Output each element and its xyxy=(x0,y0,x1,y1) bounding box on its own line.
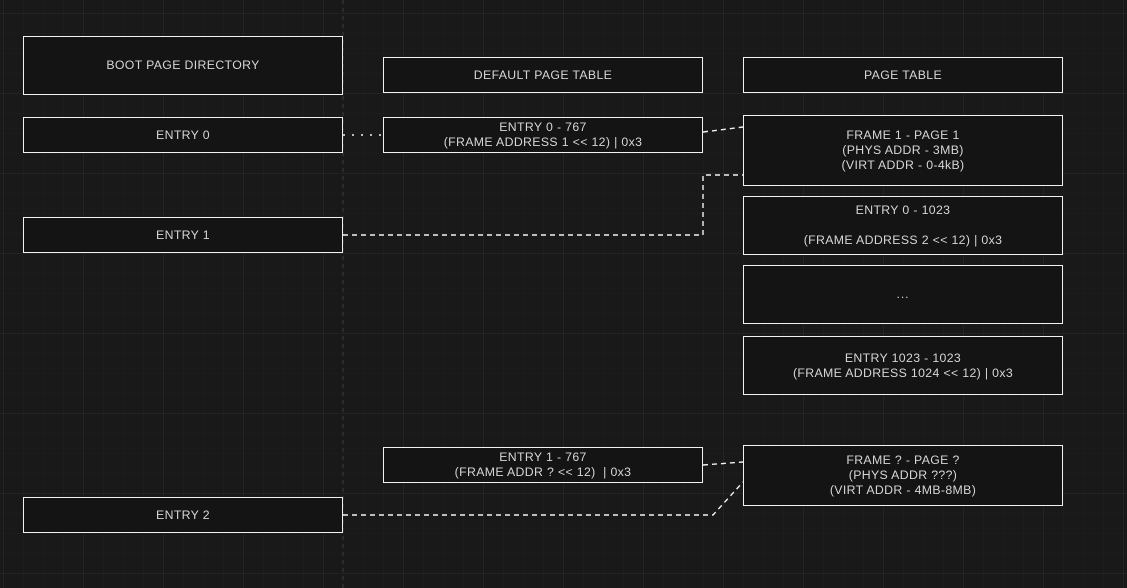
edge-boot-entry-2-to-frame-unknown xyxy=(343,481,744,516)
node-text-line: ENTRY 1 xyxy=(156,227,210,242)
edge-default-entry-1-to-frame-unknown xyxy=(702,461,744,466)
default-page-table-entry-0-767[interactable]: ENTRY 0 - 767(FRAME ADDRESS 1 << 12) | 0… xyxy=(383,117,703,153)
node-text-line: ENTRY 0 - 1023 xyxy=(855,203,951,217)
boot-page-directory-entry-1[interactable]: ENTRY 1 xyxy=(23,217,343,253)
node-text-line: DEFAULT PAGE TABLE xyxy=(473,67,613,82)
node-text-line: FRAME 1 - PAGE 1 xyxy=(846,128,960,142)
node-text-line: (FRAME ADDRESS 2 << 12) | 0x3 xyxy=(803,233,1003,247)
node-text-line: (FRAME ADDRESS 1 << 12) | 0x3 xyxy=(443,135,643,149)
node-text-line: PAGE TABLE xyxy=(864,67,942,82)
node-text-line: ENTRY 2 xyxy=(156,507,210,522)
node-text-line: ENTRY 1023 - 1023 xyxy=(844,350,962,365)
node-text-line: ENTRY 0 - 767 xyxy=(499,120,587,134)
node-text-line: (VIRT ADDR - 0-4kB) xyxy=(841,158,965,172)
node-text-line: (FRAME ADDRESS 1024 << 12) | 0x3 xyxy=(792,365,1014,380)
boot-page-directory-header[interactable]: BOOT PAGE DIRECTORY xyxy=(23,36,343,95)
edge-boot-entry-1-to-page-table xyxy=(343,174,743,236)
default-page-table-entry-1-767[interactable]: ENTRY 1 - 767(FRAME ADDR ? << 12) | 0x3 xyxy=(383,447,703,483)
page-table-entry-1023-1023[interactable]: ENTRY 1023 - 1023(FRAME ADDRESS 1024 << … xyxy=(743,336,1063,395)
default-page-table-header[interactable]: DEFAULT PAGE TABLE xyxy=(383,57,703,93)
node-text-line: (FRAME ADDR ? << 12) | 0x3 xyxy=(454,465,632,479)
node-text-line: BOOT PAGE DIRECTORY xyxy=(106,58,260,72)
edge-default-entry-0-to-frame-1 xyxy=(702,126,744,133)
page-table-entry-ellipsis[interactable]: ... xyxy=(743,265,1063,324)
node-text-line: (VIRT ADDR - 4MB-8MB) xyxy=(829,483,977,497)
node-text-line: ENTRY 1 - 767 xyxy=(499,450,587,464)
page-table-frame-unknown[interactable]: FRAME ? - PAGE ?(PHYS ADDR ???)(VIRT ADD… xyxy=(743,445,1063,506)
node-text-line: ENTRY 0 xyxy=(156,127,210,142)
node-text-line: FRAME ? - PAGE ? xyxy=(846,453,960,467)
node-text-line: (PHYS ADDR - 3MB) xyxy=(842,143,964,157)
boot-page-directory-entry-0[interactable]: ENTRY 0 xyxy=(23,117,343,153)
page-table-header[interactable]: PAGE TABLE xyxy=(743,57,1063,93)
page-table-frame-1-page-1[interactable]: FRAME 1 - PAGE 1(PHYS ADDR - 3MB)(VIRT A… xyxy=(743,115,1063,186)
node-text-line: ... xyxy=(896,287,910,301)
node-text-line: (PHYS ADDR ???) xyxy=(848,468,958,482)
page-table-entry-0-1023[interactable]: ENTRY 0 - 1023 (FRAME ADDRESS 2 << 12) | … xyxy=(743,196,1063,255)
boot-page-directory-entry-2[interactable]: ENTRY 2 xyxy=(23,497,343,533)
